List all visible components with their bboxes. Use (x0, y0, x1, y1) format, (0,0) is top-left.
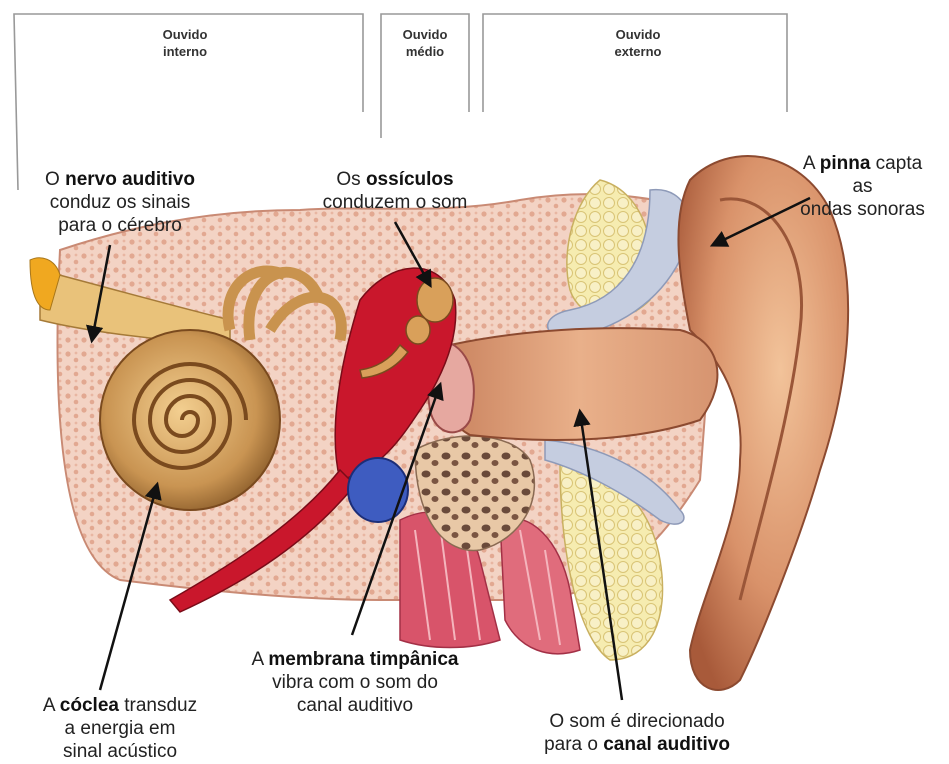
section-inner-line1: Ouvido (145, 26, 225, 43)
label-ear-canal: O som é direcionado para o canal auditiv… (512, 710, 762, 756)
section-inner-line2: interno (145, 43, 225, 60)
label-tympanic-membrane: A membrana timpânica vibra com o som do … (225, 648, 485, 717)
label-auditory-nerve: O nervo auditivo conduz os sinais para o… (20, 168, 220, 237)
section-outer-line2: externo (593, 43, 683, 60)
pinna-bold: pinna (820, 153, 871, 174)
canal-pre: para o (544, 734, 603, 755)
cochlea-post: transduz (119, 695, 197, 716)
nerve-line2: conduz os sinais (20, 191, 220, 214)
membrane-line3: canal auditivo (225, 694, 485, 717)
nerve-line3: para o cérebro (20, 214, 220, 237)
section-middle-line2: médio (385, 43, 465, 60)
pinna-line3: ondas sonoras (780, 198, 945, 221)
cochlea-line2: a energia em (15, 717, 225, 740)
nerve-bold: nervo auditivo (65, 169, 195, 190)
section-label-middle-ear: Ouvido médio (385, 26, 465, 60)
pinna-pre: A (803, 153, 820, 174)
ossicles-line2: conduzem o som (300, 191, 490, 214)
nerve-pre: O (45, 169, 65, 190)
cochlea-bold: cóclea (60, 695, 119, 716)
section-outer-line1: Ouvido (593, 26, 683, 43)
label-ossicles: Os ossículos conduzem o som (300, 168, 490, 214)
section-label-outer-ear: Ouvido externo (593, 26, 683, 60)
ossicles-pre: Os (336, 169, 366, 190)
membrane-line2: vibra com o som do (225, 671, 485, 694)
label-cochlea: A cóclea transduz a energia em sinal acú… (15, 694, 225, 763)
cochlea-pre: A (43, 695, 60, 716)
membrane-bold: membrana timpânica (268, 649, 458, 670)
canal-bold: canal auditivo (603, 734, 730, 755)
pinna-post: capta (870, 153, 922, 174)
section-label-inner-ear: Ouvido interno (145, 26, 225, 60)
section-middle-line1: Ouvido (385, 26, 465, 43)
ossicles-bold: ossículos (366, 169, 454, 190)
membrane-pre: A (252, 649, 269, 670)
cochlea (100, 330, 280, 510)
ear-canal (442, 328, 718, 440)
blood-vessel (348, 458, 408, 522)
cochlea-line3: sinal acústico (15, 740, 225, 763)
pinna-line2: as (780, 175, 945, 198)
canal-line1: O som é direcionado (512, 710, 762, 733)
label-pinna: A pinna capta as ondas sonoras (780, 152, 945, 221)
